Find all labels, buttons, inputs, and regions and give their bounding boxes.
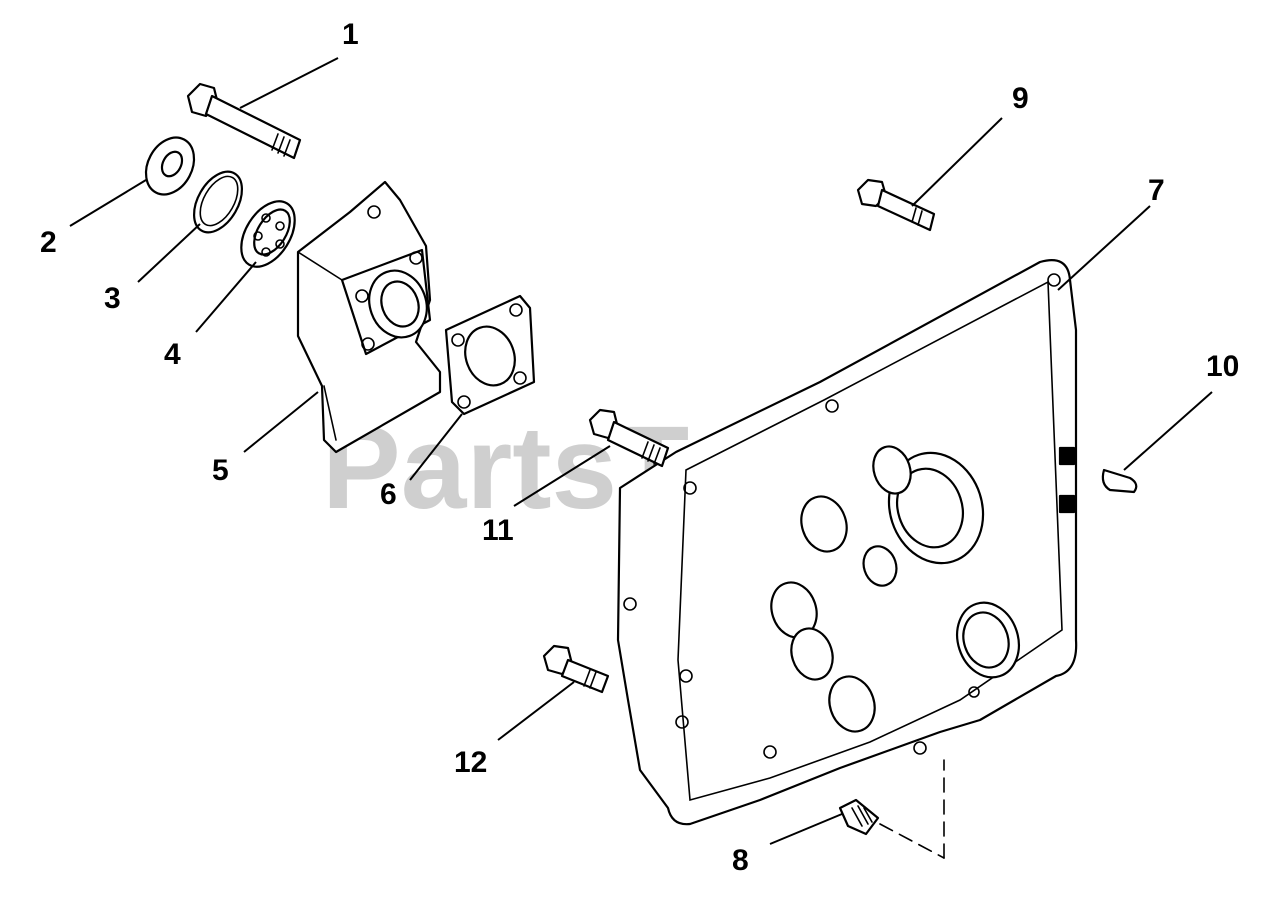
leader-1	[239, 57, 339, 109]
part-7-cover	[616, 259, 1078, 826]
leader-5	[243, 391, 319, 453]
leader-11	[513, 445, 611, 507]
leader-lines	[69, 57, 1213, 845]
leader-7	[1057, 205, 1151, 291]
callout-5: 5	[212, 454, 229, 487]
part-9-bolt	[856, 178, 936, 232]
leader-12	[497, 681, 575, 741]
part-10-pin	[1101, 468, 1138, 494]
callout-12: 12	[454, 746, 487, 779]
part-11-bolt	[588, 408, 670, 468]
leader-4	[195, 261, 257, 333]
part-6-gasket	[444, 294, 536, 416]
callout-4: 4	[164, 338, 181, 371]
part-8-plug	[838, 759, 945, 859]
part-2-washer	[144, 136, 196, 196]
callout-8: 8	[732, 844, 749, 877]
leader-8	[769, 813, 843, 845]
callout-6: 6	[380, 478, 397, 511]
callout-7: 7	[1148, 174, 1165, 207]
part-4-ball-bearing	[240, 200, 296, 268]
part-5-bearing-bracket	[296, 180, 442, 454]
leader-10	[1123, 391, 1213, 471]
callout-10: 10	[1206, 350, 1239, 383]
part-1-bolt	[186, 82, 302, 160]
leader-9	[911, 117, 1003, 207]
callout-9: 9	[1012, 82, 1029, 115]
callout-3: 3	[104, 282, 121, 315]
callout-1: 1	[342, 18, 359, 51]
leader-3	[137, 223, 201, 283]
callout-11: 11	[482, 514, 514, 547]
part-12-bolt	[542, 644, 610, 694]
callout-2: 2	[40, 226, 57, 259]
leader-2	[69, 179, 147, 227]
leader-6	[409, 413, 463, 481]
part-3-retaining-ring	[192, 170, 244, 234]
callout-labels: 1 2 3 4 5 6 7 8 9 10 11 12	[40, 18, 1239, 877]
